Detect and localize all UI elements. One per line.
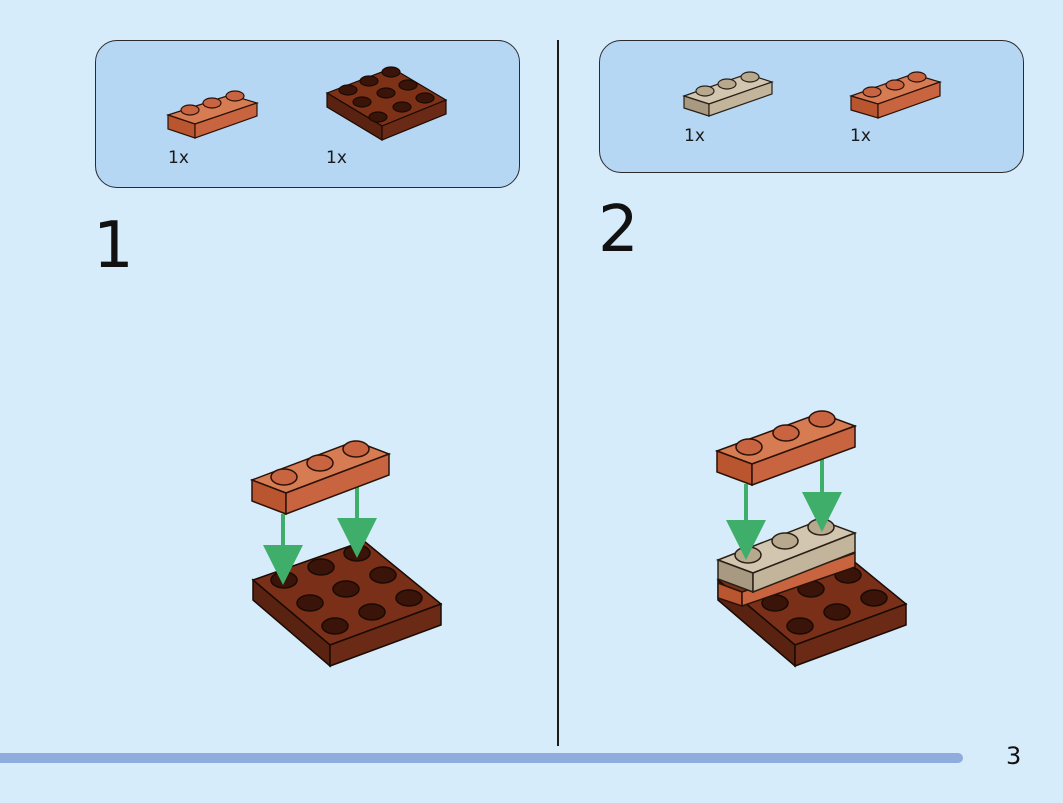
part-dark-brown-plate-4x4 (325, 66, 448, 142)
step-1-part-2-qty: 1x (326, 148, 347, 168)
step-1-parts-callout (95, 40, 520, 188)
progress-bar (0, 753, 963, 763)
step-1-orange-plate (249, 440, 392, 516)
part-tan-plate-1x3 (682, 71, 774, 117)
step-2-part-2-qty: 1x (850, 126, 871, 146)
part-orange-plate-1x3-b (849, 71, 942, 119)
step-divider (557, 40, 559, 746)
step-2-number: 2 (598, 193, 639, 267)
step-2-parts-callout (599, 40, 1024, 173)
step-2-orange-plate (714, 410, 858, 487)
step-1-part-1-qty: 1x (168, 148, 189, 168)
step-2-part-1-qty: 1x (684, 126, 705, 146)
part-orange-plate-1x3 (166, 90, 259, 139)
step-1-number: 1 (93, 209, 134, 283)
page-number: 3 (1006, 742, 1022, 770)
